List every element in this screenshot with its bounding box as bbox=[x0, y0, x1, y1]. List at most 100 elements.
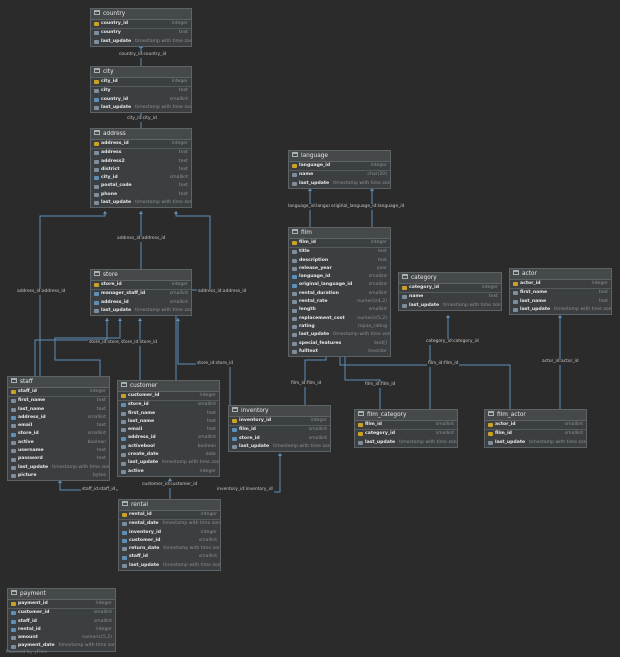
relationship-line[interactable] bbox=[304, 352, 327, 405]
table-header[interactable]: film_category bbox=[355, 410, 457, 421]
table-header[interactable]: staff bbox=[8, 377, 109, 388]
relationship-line[interactable] bbox=[54, 318, 121, 376]
table-header[interactable]: city bbox=[91, 67, 191, 78]
table-header[interactable]: payment bbox=[8, 589, 115, 600]
table-header[interactable]: language bbox=[289, 151, 390, 162]
relationship-line[interactable] bbox=[34, 318, 108, 376]
table-header[interactable]: customer bbox=[118, 381, 219, 392]
table-header[interactable]: store bbox=[91, 270, 191, 281]
table-header[interactable]: inventory bbox=[229, 406, 330, 417]
table-header[interactable]: address bbox=[91, 129, 191, 140]
table-header[interactable]: country bbox=[91, 9, 191, 20]
relationship-line[interactable] bbox=[339, 352, 511, 409]
table-header[interactable]: category bbox=[399, 273, 501, 284]
table-header[interactable]: film_actor bbox=[485, 410, 586, 421]
table-header[interactable]: film bbox=[289, 228, 390, 239]
